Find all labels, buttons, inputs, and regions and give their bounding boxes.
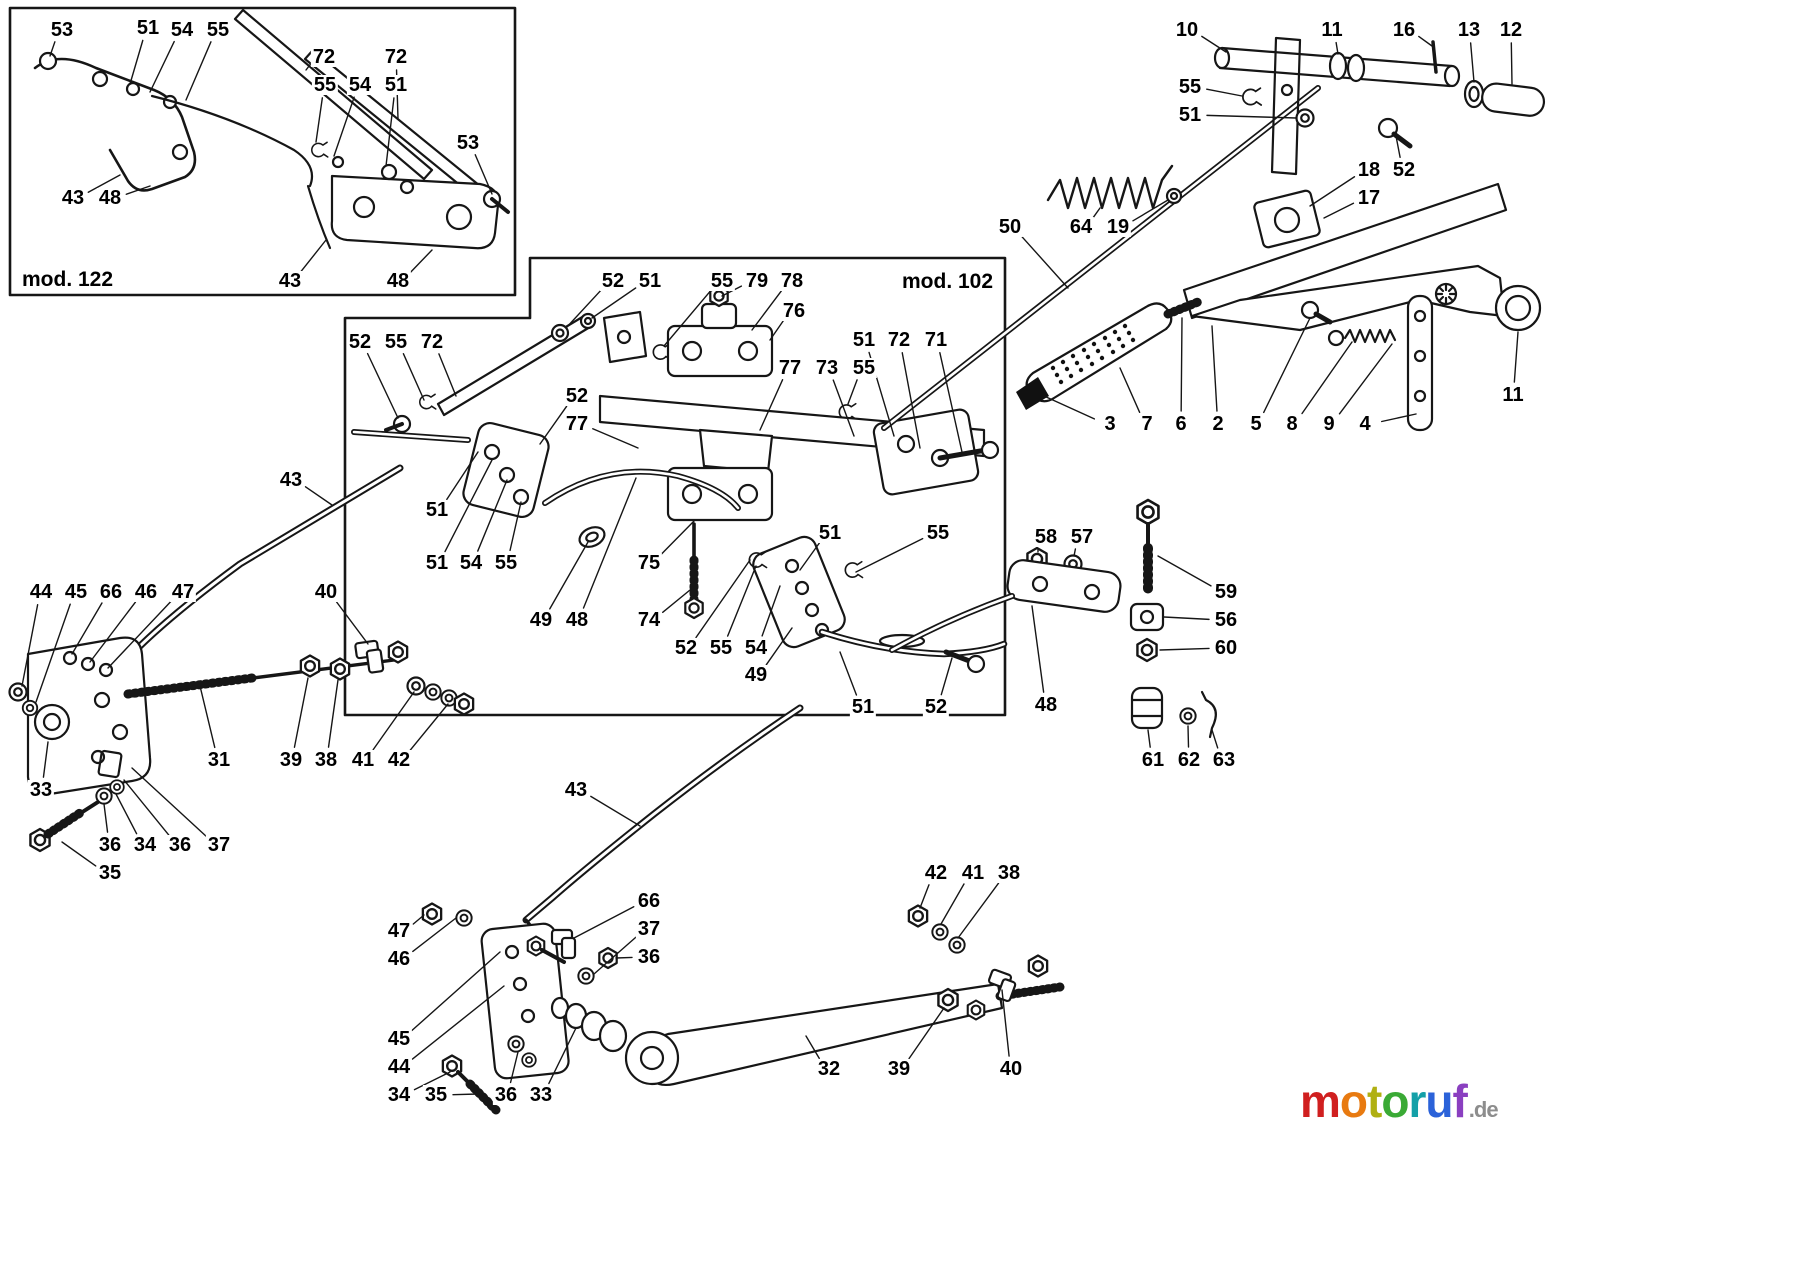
brand-letter: o <box>1381 1075 1409 1127</box>
brand-letter: f <box>1452 1075 1467 1127</box>
motoruf-domain-suffix: .de <box>1468 1097 1499 1122</box>
inset-mod122-label: mod. 122 <box>20 268 116 292</box>
bottom-linkage-art <box>421 704 1065 1115</box>
left-linkage-art <box>8 464 475 853</box>
brand-letter: t <box>1367 1075 1382 1127</box>
motoruf-wordmark: motoruf <box>1300 1075 1468 1127</box>
inset-mod102-label: mod. 102 <box>900 270 996 294</box>
right-lift-assembly-art <box>881 36 1546 432</box>
mod102-assembly-art <box>343 256 1008 717</box>
inset-mod122-art <box>8 6 517 297</box>
brand-letter: o <box>1339 1075 1368 1127</box>
leader-lines <box>21 35 1519 1096</box>
brand-letter: r <box>1408 1075 1426 1127</box>
motoruf-logo[interactable]: motoruf.de <box>1300 1075 1499 1127</box>
brand-letter: u <box>1425 1075 1453 1127</box>
brand-letter: m <box>1300 1075 1341 1127</box>
right-middle-hardware-art <box>889 498 1217 739</box>
